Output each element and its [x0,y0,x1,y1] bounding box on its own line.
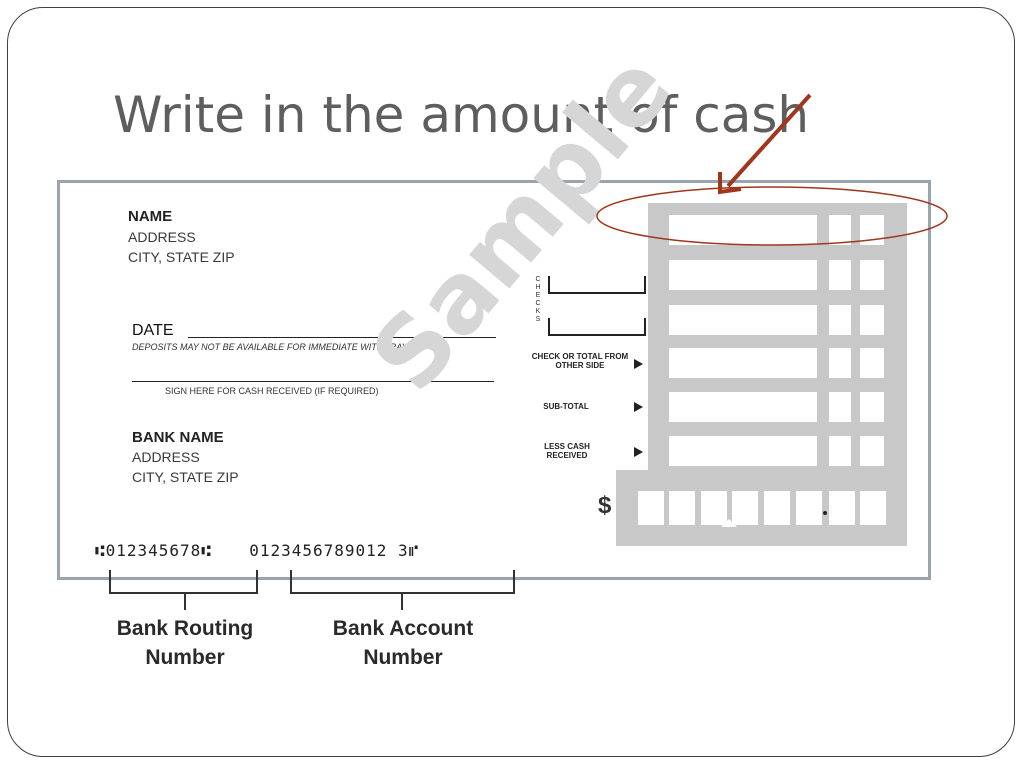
sign-label: SIGN HERE FOR CASH RECEIVED (IF REQUIRED… [165,386,379,396]
checks-label: CHECKS [535,276,541,323]
micr-routing: ⑆012345678⑆ [95,541,212,560]
label-check-total: CHECK OR TOTAL FROM OTHER SIDE [531,352,629,370]
amount-cell[interactable] [669,348,817,378]
bank-name: BANK NAME [132,429,224,446]
label-less-cash: LESS CASH RECEIVED [544,442,590,460]
account-holder-address: ADDRESS [128,229,196,245]
micr-account: 0123456789012 3⑈ [249,541,420,560]
row-arrow-icon [634,402,643,412]
cents-cell[interactable] [829,260,851,290]
total-digit-cell[interactable] [860,491,886,525]
cents-cell[interactable] [829,215,851,245]
amount-cell[interactable] [669,215,817,245]
caret-icon [721,519,737,527]
amount-cell[interactable] [669,392,817,422]
cents-cell[interactable] [860,260,884,290]
cents-cell[interactable] [860,305,884,335]
decimal-point [823,511,827,515]
cents-cell[interactable] [829,348,851,378]
label-subtotal: SUB-TOTAL [543,402,589,411]
amount-cell[interactable] [669,305,817,335]
highlight-ellipse [596,186,948,246]
slide-title: Write in the amount of cash [113,86,810,144]
dollar-sign: $ [598,492,612,519]
cents-cell[interactable] [860,436,884,466]
cents-cell[interactable] [860,348,884,378]
micr-line: ⑆012345678⑆ 0123456789012 3⑈ [95,541,419,560]
check-entry-2[interactable] [548,318,646,336]
arrow-head-icon [718,172,742,195]
cents-cell[interactable] [829,436,851,466]
account-bracket [290,570,515,594]
total-digit-cell[interactable] [638,491,664,525]
row-arrow-icon [634,359,643,369]
bank-city: CITY, STATE ZIP [132,469,239,485]
date-line[interactable] [188,337,496,338]
total-grid [616,470,907,546]
signature-line[interactable] [132,381,494,382]
deposit-notice: DEPOSITS MAY NOT BE AVAILABLE FOR IMMEDI… [132,342,422,352]
account-holder-name: NAME [128,208,173,225]
routing-bracket [109,570,258,594]
date-label: DATE [132,322,174,339]
cents-cell[interactable] [829,392,851,422]
total-digit-cell[interactable] [669,491,695,525]
total-digit-cell[interactable] [829,491,855,525]
check-entry-1[interactable] [548,276,646,294]
row-arrow-icon [634,447,643,457]
cents-cell[interactable] [860,392,884,422]
cents-cell[interactable] [829,305,851,335]
pointer-arrow-icon [726,93,812,188]
amount-cell[interactable] [669,260,817,290]
total-digit-cell[interactable] [764,491,790,525]
bank-address: ADDRESS [132,449,200,465]
account-caption: Bank Account Number [332,617,474,669]
amount-cell[interactable] [669,436,817,466]
routing-caption: Bank Routing Number [116,617,254,669]
amount-grid [648,203,907,474]
total-digit-cell[interactable] [796,491,822,525]
account-holder-city: CITY, STATE ZIP [128,249,235,265]
